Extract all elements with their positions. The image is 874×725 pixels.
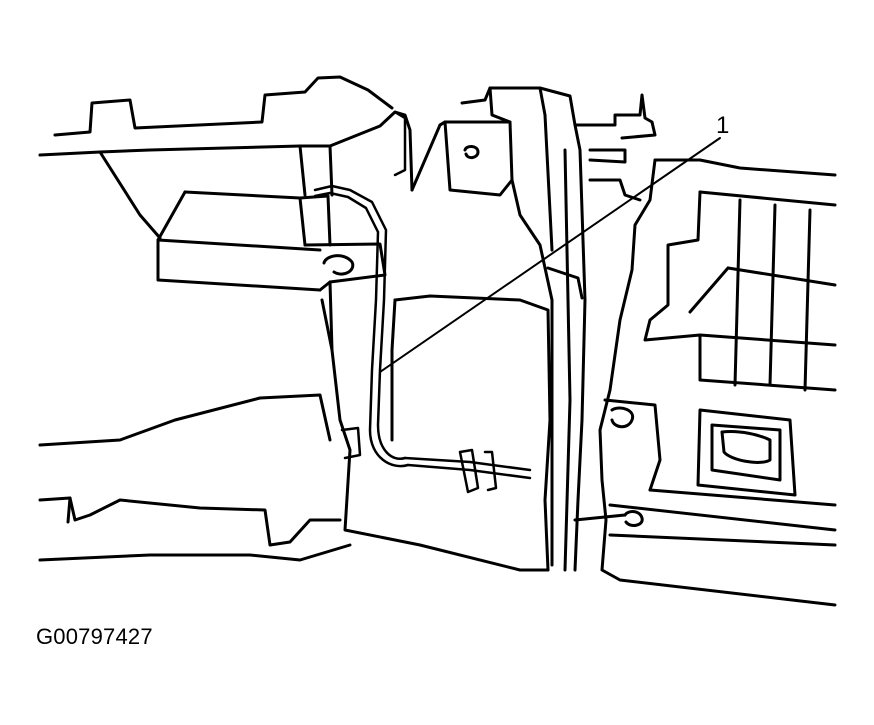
- lower-duct: [38, 393, 352, 562]
- left-dash-panel: [38, 75, 414, 240]
- callout-label-1: 1: [716, 112, 730, 139]
- center-bracket: [438, 86, 587, 572]
- figure-code: G00797427: [36, 624, 153, 649]
- right-vent-assembly: [573, 93, 837, 607]
- wire-harness: [313, 110, 532, 494]
- heater-case: [303, 120, 552, 572]
- callout-leader-line: [379, 137, 721, 373]
- blower-housing: [156, 190, 332, 292]
- door-actuator: [573, 408, 837, 547]
